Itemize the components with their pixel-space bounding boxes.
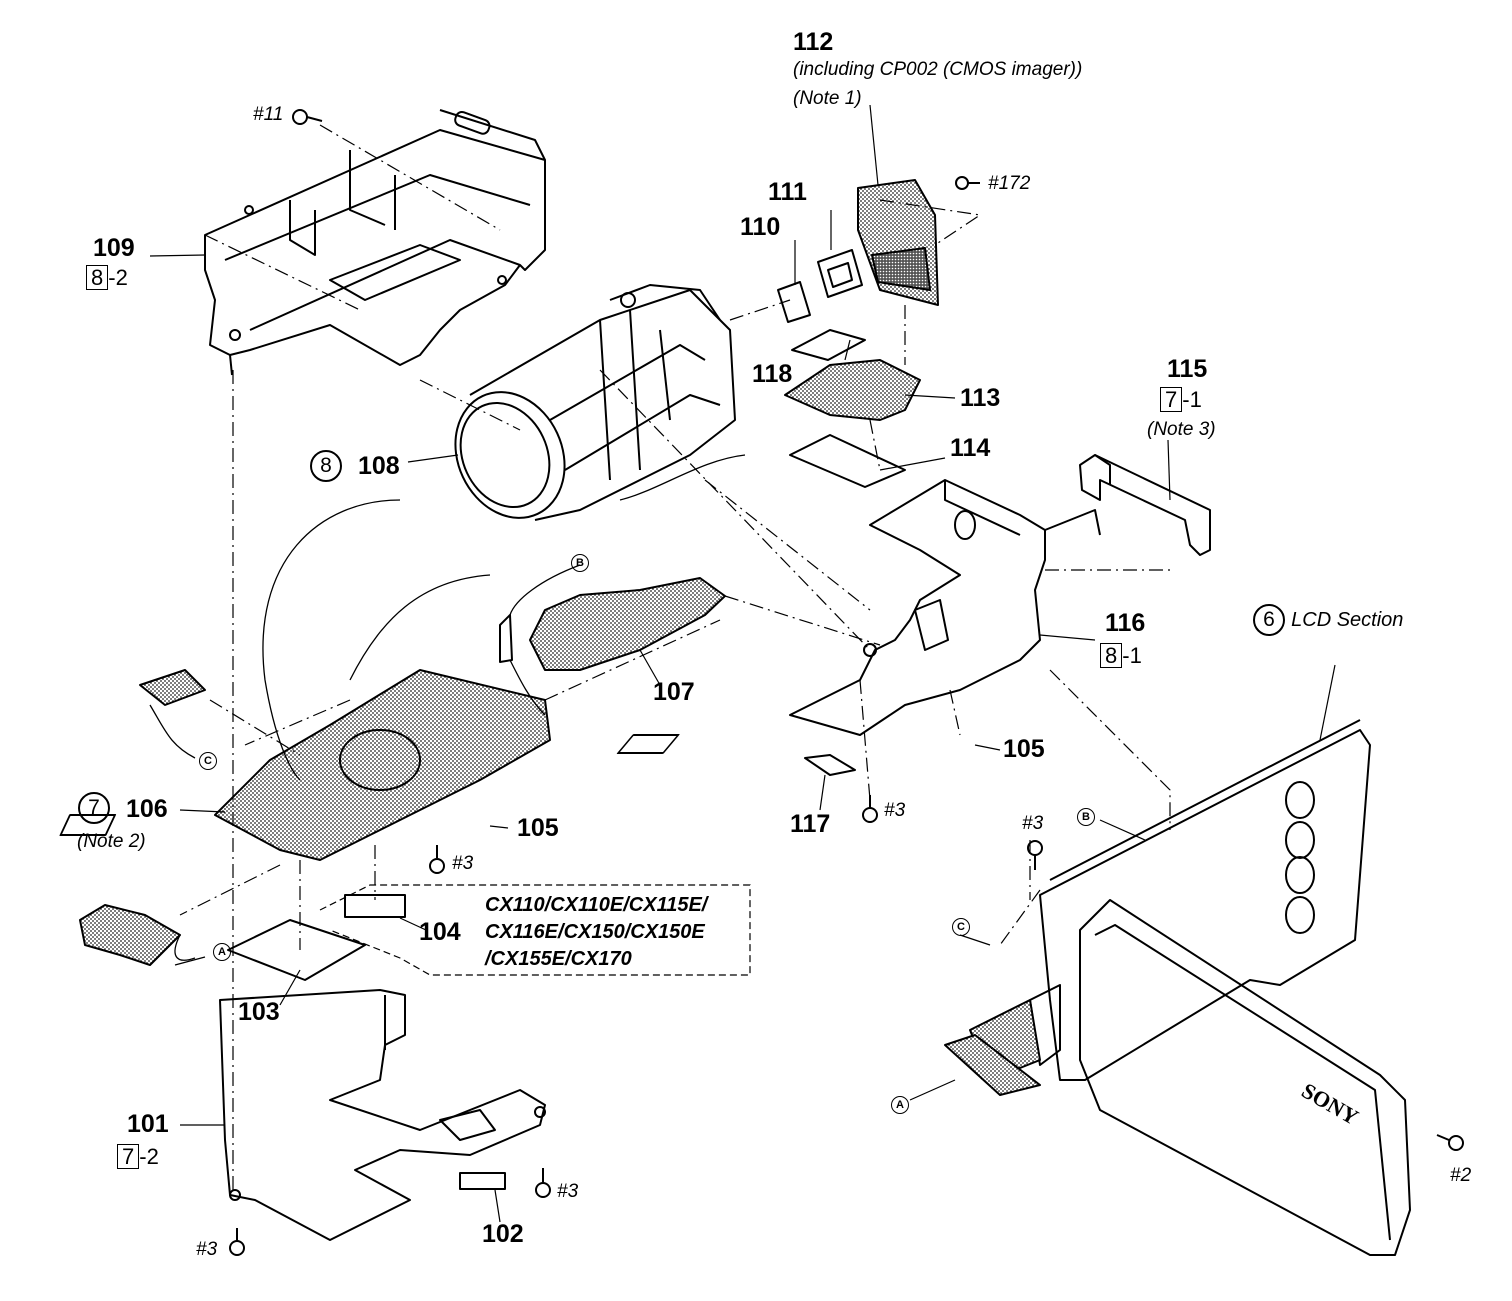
ref-109-suffix: -2 (108, 265, 128, 290)
connector-b-top: B (571, 554, 589, 572)
label-110: 110 (740, 213, 781, 241)
part-left-flex-bottom (79, 904, 181, 966)
connector-b-lcd: B (1077, 808, 1095, 826)
part-115-bracket (1079, 454, 1211, 556)
ref-101-box: 7 (117, 1144, 140, 1170)
label-118: 118 (752, 360, 793, 388)
connector-a-left-letter: A (213, 943, 231, 961)
part-114-sheet (789, 434, 906, 488)
connector-c-left: C (199, 752, 217, 770)
model-list-line1: CX110/CX110E/CX115E/ (485, 894, 708, 916)
model-bracket-dashed-box (319, 884, 751, 976)
part-116-frame (789, 479, 1101, 736)
label-101: 101 (127, 1110, 169, 1138)
wiring-curves (149, 454, 746, 961)
connector-a-left: A (213, 943, 231, 961)
lcd-brand-text: SONY (1298, 1078, 1364, 1130)
part-101-bottom-cover (219, 989, 546, 1241)
label-116: 116 (1105, 609, 1146, 637)
ref-101: 7-2 (117, 1144, 159, 1170)
ref-115-suffix: -1 (1182, 387, 1202, 412)
screw-3-cover-right-label: #3 (557, 1181, 579, 1202)
connector-c-lcd: C (952, 918, 970, 936)
part-111-holder (817, 249, 863, 298)
part-106-main-board (214, 614, 551, 861)
label-115-note: (Note 3) (1147, 419, 1216, 440)
leader-lines (149, 104, 1336, 1223)
label-106: 106 (126, 795, 168, 823)
part-107-flex (529, 577, 726, 671)
screw-172-label: #172 (988, 173, 1031, 194)
part-112-cmos-board (857, 176, 980, 306)
label-115: 115 (1167, 355, 1208, 383)
part-left-flex-top (139, 669, 206, 706)
screw-3-frame-label: #3 (884, 800, 906, 821)
part-113-shield (784, 359, 921, 421)
lcd-section-title: 6 LCD Section (1253, 604, 1403, 636)
part-108-lens-block (454, 284, 736, 521)
label-112-note: (Note 1) (793, 88, 862, 109)
label-106-circle: 7 (78, 792, 110, 824)
circle-8: 8 (310, 450, 342, 482)
connector-c-left-letter: C (199, 752, 217, 770)
label-106-note: (Note 2) (77, 831, 146, 852)
ref-116-suffix: -1 (1122, 643, 1142, 668)
label-105-right: 105 (1003, 735, 1045, 763)
part-102-label (459, 1172, 506, 1190)
screw-11-label: #11 (253, 104, 284, 125)
lcd-section-label: LCD Section (1291, 609, 1404, 631)
ref-116: 8-1 (1100, 643, 1142, 669)
part-103-sheet (227, 919, 366, 981)
label-104: 104 (419, 918, 461, 946)
ref-116-box: 8 (1100, 643, 1123, 669)
ref-101-suffix: -2 (139, 1144, 159, 1169)
connector-a-lcd: A (891, 1096, 909, 1114)
label-108-circle: 8 (310, 450, 342, 482)
label-107: 107 (653, 678, 695, 706)
label-109: 109 (93, 234, 135, 262)
connector-b-top-letter: B (571, 554, 589, 572)
label-105-center: 105 (517, 814, 559, 842)
screw-3-cover-left-label: #3 (196, 1239, 218, 1260)
label-113: 113 (960, 384, 1001, 412)
label-112: 112 (793, 28, 834, 56)
ref-109: 8-2 (86, 265, 128, 291)
part-104-pad (344, 894, 406, 918)
part-110-filter (777, 281, 811, 323)
part-105-pad-right (616, 734, 680, 754)
connector-c-lcd-letter: C (952, 918, 970, 936)
screw-2-label: #2 (1450, 1165, 1472, 1186)
screw-3-lcd-label: #3 (1022, 813, 1044, 834)
ref-115: 7-1 (1160, 387, 1202, 413)
label-108: 108 (358, 452, 400, 480)
alignment-lines (179, 124, 1171, 1195)
label-103: 103 (238, 998, 280, 1026)
circle-6: 6 (1253, 604, 1285, 636)
model-list-line2: CX116E/CX150/CX150E (485, 921, 705, 943)
part-109-top-frame (204, 109, 546, 376)
lcd-section-drawing (944, 719, 1411, 1256)
label-112-desc: (including CP002 (CMOS imager)) (793, 59, 1083, 80)
ref-109-box: 8 (86, 265, 109, 291)
part-117-sheet (804, 754, 856, 776)
connector-a-lcd-letter: A (891, 1096, 909, 1114)
screw-graphics (229, 109, 1464, 1256)
ref-115-box: 7 (1160, 387, 1183, 413)
label-117: 117 (790, 810, 831, 838)
label-111: 111 (768, 178, 807, 206)
part-118-sheet (791, 329, 866, 361)
connector-b-lcd-letter: B (1077, 808, 1095, 826)
screw-3-board-label: #3 (452, 853, 474, 874)
label-114: 114 (950, 434, 991, 462)
circle-7: 7 (78, 792, 110, 824)
label-102: 102 (482, 1220, 524, 1248)
model-list-line3: /CX155E/CX170 (485, 948, 632, 970)
